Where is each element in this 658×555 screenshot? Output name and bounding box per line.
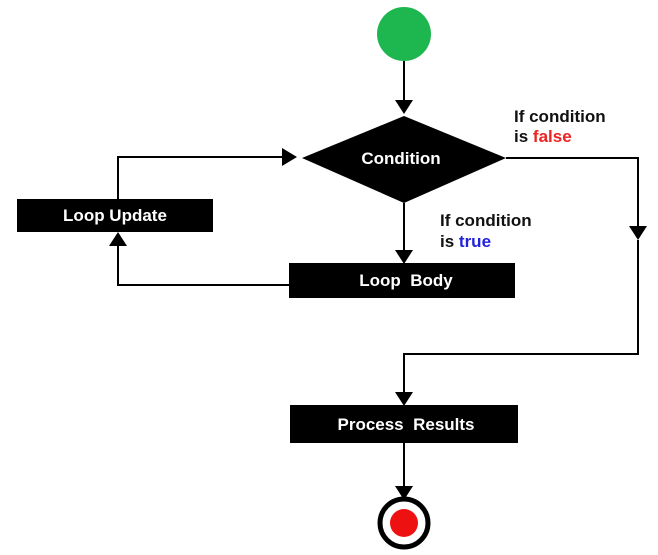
arrowhead-into-end xyxy=(395,486,413,500)
loop-body-node xyxy=(289,263,515,298)
process-results-node xyxy=(290,405,518,443)
arrowhead-back-to-condition xyxy=(282,148,297,166)
false-branch-annotation-line2: is false xyxy=(514,127,572,146)
true-word: true xyxy=(459,232,491,251)
loop-update-node xyxy=(17,199,213,232)
arrowhead-into-process-results xyxy=(395,392,413,406)
arrowhead-false-branch xyxy=(629,226,647,240)
edge-loop-body-to-loop-update xyxy=(117,244,289,286)
arrowhead-into-loop-update xyxy=(109,232,127,246)
false-branch-prefix: is xyxy=(514,127,533,146)
edge-condition-false-branch xyxy=(506,157,639,226)
condition-label: Condition xyxy=(361,149,440,168)
arrowhead-into-condition xyxy=(395,100,413,114)
true-branch-prefix: is xyxy=(440,232,459,251)
start-node xyxy=(377,7,431,61)
true-branch-annotation-line2: is true xyxy=(440,232,491,251)
arrowhead-into-loop-body xyxy=(395,250,413,264)
condition-node xyxy=(302,116,506,203)
loop-update-label: Loop Update xyxy=(63,206,167,225)
process-results-label: Process Results xyxy=(337,415,474,434)
true-branch-annotation-line1: If condition xyxy=(440,211,532,230)
loop-body-label: Loop Body xyxy=(359,271,453,290)
edge-false-branch-to-process-results xyxy=(403,240,639,392)
false-branch-annotation-line1: If condition xyxy=(514,107,606,126)
end-node-inner-dot xyxy=(390,509,418,537)
edge-loop-update-to-condition xyxy=(117,156,282,199)
false-word: false xyxy=(533,127,572,146)
